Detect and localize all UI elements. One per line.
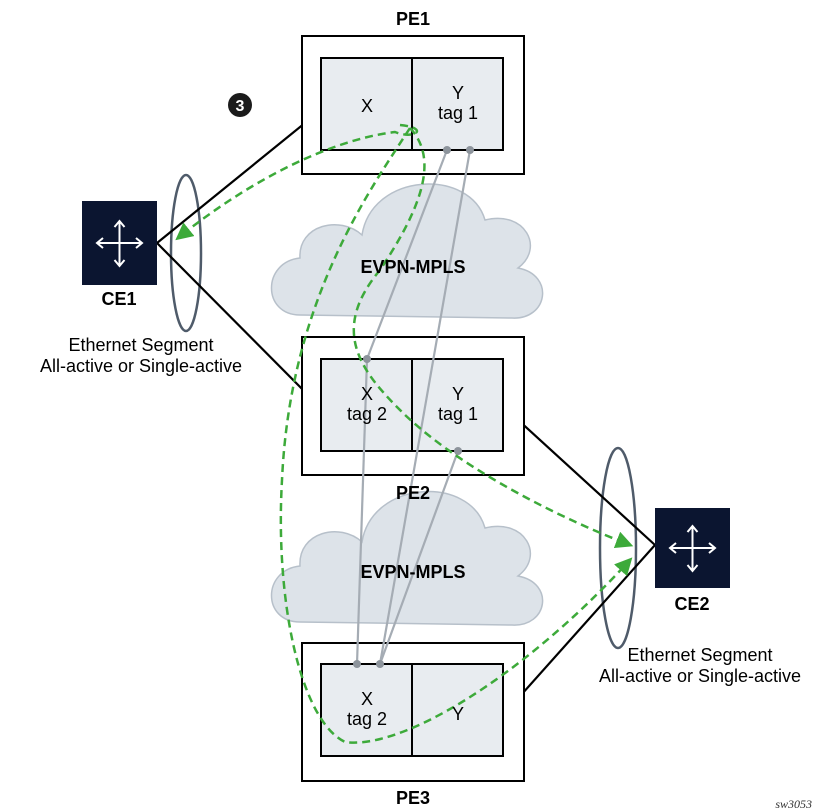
pe2-router bbox=[301, 336, 525, 476]
figure-id: sw3053 bbox=[775, 797, 812, 810]
pe1-right-label-2: tag 1 bbox=[438, 103, 478, 123]
pe3-right-label: Y bbox=[452, 704, 464, 724]
es1-label-1: Ethernet Segment bbox=[68, 335, 213, 355]
pe2-left-label-2: tag 2 bbox=[347, 404, 387, 424]
ce1-node bbox=[82, 201, 157, 285]
pe1-left-label: X bbox=[361, 96, 373, 116]
pe1-right-label-1: Y bbox=[452, 83, 464, 103]
pe2-left-label-1: X bbox=[361, 384, 373, 404]
pe2-label: PE2 bbox=[396, 483, 430, 503]
traffic-flow-arrows bbox=[175, 123, 634, 744]
pe3-left-label-2: tag 2 bbox=[347, 709, 387, 729]
pe3-left-label-1: X bbox=[361, 689, 373, 709]
cloud-bottom bbox=[270, 490, 544, 626]
es1-label-2: All-active or Single-active bbox=[40, 356, 242, 376]
ethernet-segment-1-ellipse bbox=[169, 173, 203, 333]
ce2-node bbox=[655, 508, 730, 588]
pe3-router bbox=[301, 642, 525, 782]
pe1-label: PE1 bbox=[396, 9, 430, 29]
pseudowire-lines bbox=[355, 149, 472, 665]
pseudowire-endpoints bbox=[353, 146, 474, 668]
svg-text:3: 3 bbox=[236, 98, 245, 115]
pe2-right-label-1: Y bbox=[452, 384, 464, 404]
router-icon bbox=[95, 219, 144, 268]
cloud-bottom-label: EVPN-MPLS bbox=[360, 562, 465, 582]
step-badge: 3 bbox=[228, 93, 252, 117]
cloud-top-label: EVPN-MPLS bbox=[360, 257, 465, 277]
cloud-top bbox=[270, 183, 544, 319]
pe3-label: PE3 bbox=[396, 788, 430, 808]
pe2-right-label-2: tag 1 bbox=[438, 404, 478, 424]
es2-label-2: All-active or Single-active bbox=[599, 666, 801, 686]
es2-label-1: Ethernet Segment bbox=[627, 645, 772, 665]
ce1-label: CE1 bbox=[101, 289, 136, 309]
router-icon bbox=[668, 524, 717, 573]
pe1-router bbox=[301, 35, 525, 175]
ce2-label: CE2 bbox=[674, 594, 709, 614]
ethernet-segment-2-ellipse bbox=[598, 446, 638, 650]
